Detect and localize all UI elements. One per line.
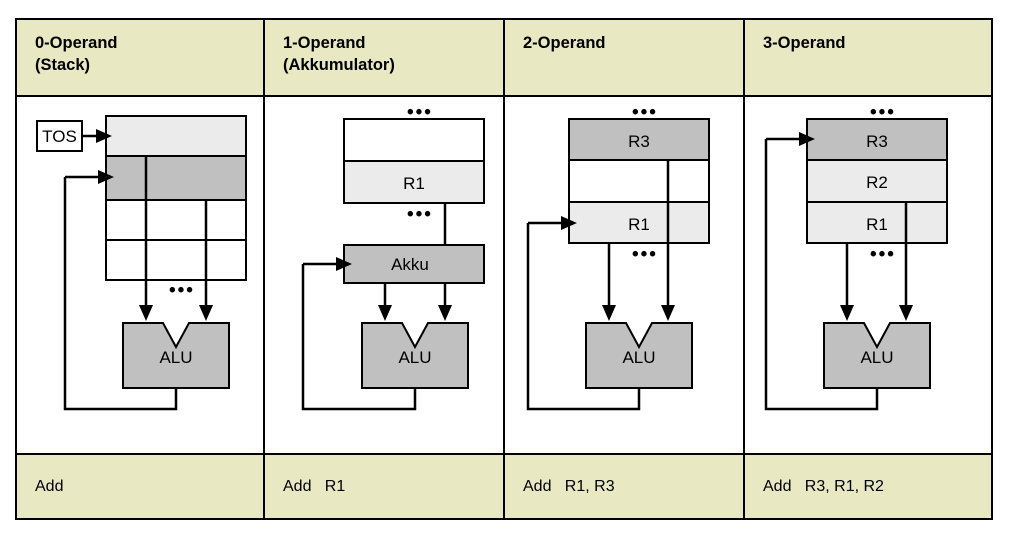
header-title-line1: 2-Operand [523, 34, 606, 52]
instruction-cell-1-operand: Add R1 [265, 455, 505, 518]
body-cell-2-operand: R3 R1 ALU [505, 97, 745, 453]
body-cell-0-operand: ALU TOS ••• [17, 97, 265, 453]
instruction-text: Add R3, R1, R2 [763, 477, 884, 495]
register-cell-r1 [343, 160, 485, 204]
instruction-cell-0-operand: Add [17, 455, 265, 518]
header-cell-3-operand: 3-Operand [745, 20, 991, 95]
register-cell-empty [343, 118, 485, 162]
alu-feedback-arrowhead [561, 216, 577, 230]
alu-feedback-path [764, 139, 879, 411]
operand-arrowhead-right [899, 305, 913, 321]
register-cell-r2 [806, 159, 948, 203]
instruction-text: Add R1 [283, 477, 346, 495]
header-title-line1: 1-Operand [283, 34, 366, 52]
register-label-r3: R3 [866, 132, 888, 151]
register-ellipsis-mid: ••• [870, 244, 896, 265]
register-ellipsis-mid: ••• [407, 204, 433, 225]
register-label-r3: R3 [628, 132, 650, 151]
alu-shape [361, 322, 469, 389]
stack-cell-third [105, 199, 247, 241]
operand-arrowhead-right [199, 305, 213, 321]
tos-pointer-label: TOS [42, 127, 77, 146]
alu-shape [823, 322, 931, 389]
instruction-text: Add [35, 477, 64, 495]
alu-feedback-arrowhead [799, 132, 815, 146]
alu-feedback-arrowhead [336, 257, 352, 271]
register-ellipsis-top: ••• [407, 102, 433, 123]
header-cell-0-operand: 0-Operand (Stack) [17, 20, 265, 95]
alu-label: ALU [860, 348, 893, 367]
body-cell-1-operand: R1 Akku ALU [265, 97, 505, 453]
instruction-cell-3-operand: Add R3, R1, R2 [745, 455, 991, 518]
register-cell-r1 [806, 201, 948, 244]
header-title-line1: 0-Operand [35, 34, 118, 52]
alu-label: ALU [159, 348, 192, 367]
operand-arrowhead-right [438, 305, 452, 321]
accumulator-box [343, 244, 485, 284]
register-label-r2: R2 [866, 173, 888, 192]
stack-cell-second [105, 155, 247, 201]
two-operand-machine-diagram: R3 R1 ALU [526, 118, 710, 411]
stack-cell-fourth [105, 239, 247, 281]
instruction-cell-2-operand: Add R1, R3 [505, 455, 745, 518]
alu-shape [122, 322, 230, 389]
register-ellipsis-mid: ••• [632, 244, 658, 265]
three-operand-machine-diagram: R3 R2 R1 ALU [764, 118, 948, 411]
body-cell-3-operand: R3 R2 R1 ALU [745, 97, 991, 453]
alu-label: ALU [398, 348, 431, 367]
alu-shape [585, 322, 693, 389]
stack-machine-diagram: ALU TOS [36, 115, 247, 411]
table-body-row: ALU TOS ••• [17, 97, 991, 455]
register-ellipsis-top: ••• [870, 102, 896, 123]
operand-arrowhead-right [661, 305, 675, 321]
register-ellipsis-top: ••• [632, 102, 658, 123]
register-cell-r3 [806, 118, 948, 161]
tos-pointer-arrowhead [96, 129, 112, 143]
register-cell-empty [568, 159, 710, 203]
table-footer-row: Add Add R1 Add R1, R3 Add R3, R1, R2 [17, 455, 991, 518]
accumulator-label: Akku [391, 255, 429, 274]
alu-label: ALU [622, 348, 655, 367]
operand-arrowhead-left [139, 305, 153, 321]
operand-arrowhead-left [602, 305, 616, 321]
header-cell-2-operand: 2-Operand [505, 20, 745, 95]
alu-feedback-path [301, 264, 417, 411]
alu-feedback-arrowhead [98, 170, 114, 184]
operand-arrowhead-left [840, 305, 854, 321]
register-label-r1: R1 [403, 174, 425, 193]
register-label-r1: R1 [866, 215, 888, 234]
header-title-line2: (Stack) [35, 56, 91, 75]
register-cell-r3 [568, 118, 710, 161]
alu-feedback-path [526, 223, 641, 411]
table-header-row: 0-Operand (Stack) 1-Operand (Akkumulator… [17, 20, 991, 97]
stack-cell-tos [105, 115, 247, 157]
alu-feedback-path [63, 177, 178, 411]
instruction-text: Add R1, R3 [523, 477, 615, 495]
operand-arrowhead-left [378, 305, 392, 321]
accumulator-machine-diagram: R1 Akku ALU [301, 118, 485, 411]
stack-ellipsis: ••• [169, 280, 195, 301]
register-label-r1: R1 [628, 215, 650, 234]
operand-comparison-table: 0-Operand (Stack) 1-Operand (Akkumulator… [15, 18, 993, 520]
header-title-line1: 3-Operand [763, 34, 846, 52]
header-cell-1-operand: 1-Operand (Akkumulator) [265, 20, 505, 95]
header-title-line2: (Akkumulator) [283, 56, 395, 75]
